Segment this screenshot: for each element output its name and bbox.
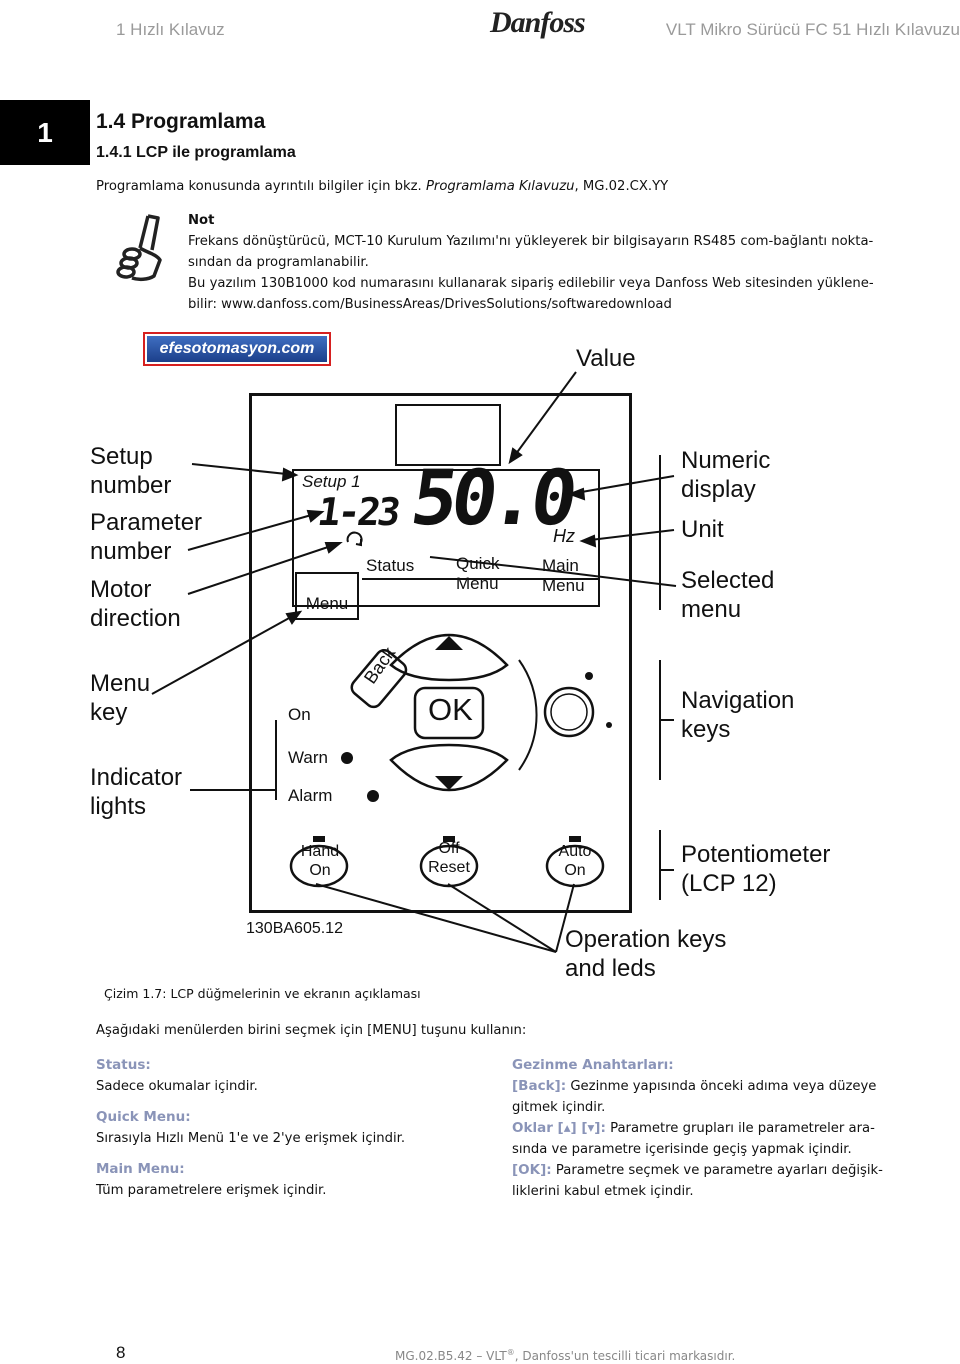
motor-direction-icon (346, 531, 363, 547)
desc-ok-cont: liklerini kabul etmek içindir. (512, 1184, 694, 1199)
term-quick-menu: Quick Menu: (96, 1109, 191, 1125)
lcp-panel (249, 393, 632, 913)
desc-arrows: Oklar [▴] [▾]: Parametre grupları ile pa… (512, 1120, 875, 1136)
navigation-definitions: Gezinme Anahtarları: [Back]: Gezinme yap… (512, 1055, 902, 1202)
alarm-indicator-label: Alarm (288, 786, 333, 805)
term-status: Status: (96, 1057, 151, 1073)
setup-indicator: Setup 1 (302, 472, 361, 491)
status-menu-label: Status (366, 556, 415, 575)
watermark-text: efesotomasyon.com (147, 336, 327, 362)
body-lead: Aşağıdaki menülerden birini seçmek için … (96, 1023, 527, 1038)
header-left: 1 Hızlı Kılavuz (116, 20, 225, 39)
intro-paragraph: Programlama konusunda ayrıntılı bilgiler… (96, 179, 669, 194)
desc-quick-menu: Sırasıyla Hızlı Menü 1'e ve 2'ye erişmek… (96, 1131, 406, 1146)
note-line: bilir: www.danfoss.com/BusinessAreas/Dri… (188, 297, 672, 312)
danfoss-logo: Danfoss (490, 6, 586, 39)
menu-definitions: Status: Sadece okumalar içindir. Quick M… (96, 1055, 496, 1201)
note-line: Bu yazılım 130B1000 kod numarasını kulla… (188, 276, 874, 291)
desc-ok: [OK]: Parametre seçmek ve parametre ayar… (512, 1162, 883, 1178)
pointing-hand-icon (116, 214, 162, 282)
ok-key[interactable]: OK (428, 692, 473, 727)
note-title: Not (188, 213, 215, 228)
figure-caption: Çizim 1.7: LCP düğmelerinin ve ekranın a… (104, 986, 421, 1001)
header-right: VLT Mikro Sürücü FC 51 Hızlı Kılavuzu (665, 20, 960, 39)
label-potentiometer: Potentiometer(LCP 12) (681, 841, 831, 897)
figure-code: 130BA605.12 (246, 920, 343, 937)
menu-button[interactable]: Menu (295, 572, 359, 620)
label-unit: Unit (681, 516, 724, 543)
display-window (395, 404, 501, 466)
warn-indicator-label: Warn (288, 748, 328, 767)
nav-title: Gezinme Anahtarları: (512, 1057, 674, 1073)
menu-bar (362, 578, 598, 604)
note-line: sından da programlanabilir. (188, 255, 369, 270)
desc-arrows-cont: sında ve parametre içerisinde geçiş yapm… (512, 1142, 852, 1157)
section-subtitle: 1.4.1 LCP ile programlama (96, 144, 296, 161)
label-value: Value (576, 345, 636, 372)
desc-status: Sadece okumalar içindir. (96, 1079, 258, 1094)
term-main-menu: Main Menu: (96, 1161, 185, 1177)
page-number: 8 (116, 1343, 126, 1362)
keypad-graphic (289, 633, 612, 888)
on-indicator-label: On (288, 705, 311, 724)
section-title: 1.4 Programlama (96, 110, 266, 133)
chapter-tab: 1 (0, 100, 90, 165)
desc-back-cont: gitmek içindir. (512, 1100, 606, 1115)
watermark-box: efesotomasyon.com (143, 332, 331, 366)
callout-lines (151, 371, 677, 953)
desc-back: [Back]: Gezinme yapısında önceki adıma v… (512, 1078, 877, 1094)
note-line: Frekans dönüştürücü, MCT-10 Kurulum Yazı… (188, 234, 874, 249)
footer-text: MG.02.B5.42 – VLT®, Danfoss'un tescilli … (395, 1348, 736, 1363)
desc-main-menu: Tüm parametrelere erişmek içindir. (96, 1183, 327, 1198)
note-block: Not Frekans dönüştürücü, MCT-10 Kurulum … (188, 210, 928, 315)
unit-indicator: Hz (553, 526, 575, 546)
